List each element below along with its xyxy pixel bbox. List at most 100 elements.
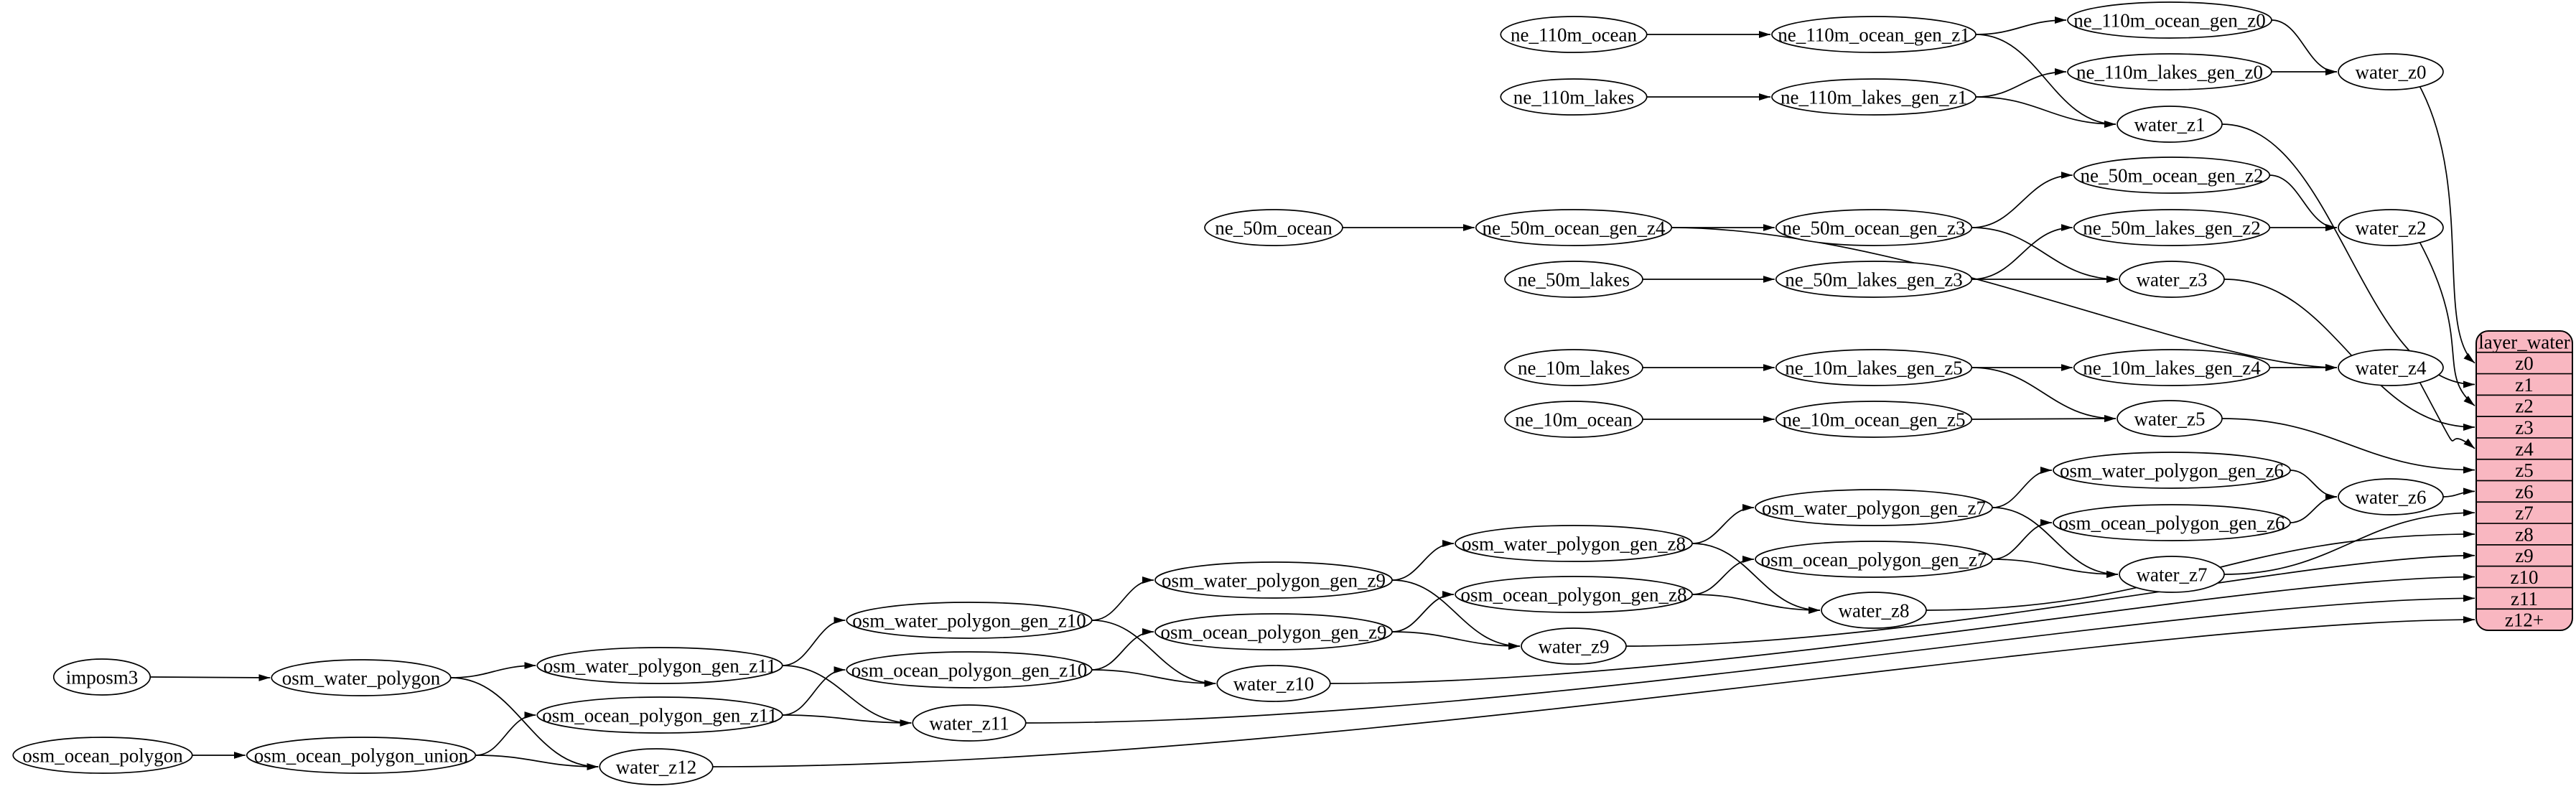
edge-water_z3-to-layer_water-z3: [2223, 279, 2475, 431]
node-ne_110m_lakes_gen_z0: ne_110m_lakes_gen_z0: [2067, 53, 2272, 90]
nodes: imposm3 osm_ocean_polygon osm_water_polygo…: [12, 1, 2444, 785]
node-label: water_z3: [2137, 269, 2208, 290]
node-label: water_z9: [1539, 635, 1610, 657]
node-label: water_z10: [1233, 673, 1314, 694]
node-ellipse: [912, 704, 1027, 742]
node-ellipse: [1154, 561, 1393, 599]
node-label: osm_ocean_polygon_gen_z11: [542, 704, 777, 726]
node-ellipse: [1775, 209, 1973, 246]
node-label: ne_50m_ocean_gen_z2: [2081, 164, 2264, 186]
edge-ne_110m_ocean_gen_z1-to-ne_110m_ocean_gen_z0: [1975, 17, 2067, 35]
record-row-z5: z5: [2515, 459, 2533, 481]
edge-osm_water_polygon_gen_z11-to-osm_water_polygon_gen_z10: [782, 617, 846, 666]
edge-water_z12-to-layer_water-z12+: [712, 616, 2475, 767]
node-label: osm_ocean_polygon: [22, 744, 183, 766]
edge-water_z9-to-layer_water-z9: [1625, 551, 2475, 647]
node-water_z9: water_z9: [1521, 627, 1627, 665]
node-osm_ocean_polygon_gen_z11: osm_ocean_polygon_gen_z11: [536, 696, 783, 734]
node-ne_110m_ocean_gen_z0: ne_110m_ocean_gen_z0: [2067, 1, 2272, 39]
node-label: ne_10m_lakes_gen_z5: [1785, 357, 1962, 378]
edge-ne_50m_lakes_gen_z3-to-ne_50m_lakes_gen_z2: [1971, 224, 2073, 280]
node-ellipse: [1521, 627, 1627, 665]
edge-osm_water_polygon_gen_z6-to-water_z6: [2290, 470, 2338, 500]
node-label: water_z1: [2134, 113, 2206, 135]
node-ellipse: [2073, 209, 2271, 246]
node-ellipse: [2338, 53, 2444, 90]
edge-osm_water_polygon_gen_z9-to-water_z9: [1391, 579, 1521, 650]
edge-ne_110m_ocean_gen_z0-to-water_z0: [2271, 19, 2338, 75]
edge-osm_ocean_polygon_gen_z10-to-osm_ocean_polygon_gen_z9: [1091, 628, 1154, 671]
record-node-layer-water: layer_waterz0z1z2z3z4z5z6z7z8z9z10z11z12…: [2475, 330, 2573, 631]
edge-water_z7-to-layer_water-z7: [2223, 509, 2475, 575]
node-ellipse: [2338, 349, 2444, 386]
record-row-z6: z6: [2515, 481, 2533, 503]
edge-ne_50m_ocean_gen_z4-to-water_z4: [1671, 227, 2338, 371]
edge-osm_ocean_polygon_gen_z8-to-osm_ocean_polygon_gen_z7: [1691, 556, 1755, 595]
record-row-z11: z11: [2511, 588, 2538, 610]
node-ne_110m_ocean: ne_110m_ocean: [1500, 16, 1648, 53]
node-ellipse: [536, 696, 783, 734]
node-label: water_z11: [929, 712, 1009, 734]
edge-water_z11-to-layer_water-z11: [1025, 594, 2475, 724]
node-label: water_z4: [2356, 357, 2427, 378]
node-ellipse: [52, 658, 151, 696]
node-ellipse: [1504, 401, 1643, 438]
node-ne_50m_lakes: ne_50m_lakes: [1504, 261, 1643, 298]
node-ne_10m_lakes: ne_10m_lakes: [1504, 349, 1643, 386]
node-ne_10m_lakes_gen_z4: ne_10m_lakes_gen_z4: [2073, 349, 2271, 386]
node-label: water_z6: [2356, 486, 2427, 508]
node-water_z12: water_z12: [599, 748, 714, 785]
node-label: osm_water_polygon_gen_z9: [1162, 569, 1386, 591]
node-label: osm_water_polygon_gen_z10: [852, 610, 1086, 631]
record-row-z0: z0: [2515, 353, 2533, 374]
edge-osm_water_polygon_gen_z8-to-osm_water_polygon_gen_z7: [1691, 504, 1755, 544]
node-water_z10: water_z10: [1216, 665, 1331, 702]
node-ellipse: [2073, 349, 2271, 386]
edge-ne_50m_ocean_gen_z3-to-ne_50m_ocean_gen_z2: [1971, 172, 2073, 228]
node-ellipse: [536, 647, 783, 684]
node-osm_ocean_polygon_gen_z9: osm_ocean_polygon_gen_z9: [1154, 613, 1393, 650]
node-label: ne_50m_lakes_gen_z2: [2083, 217, 2260, 238]
node-label: water_z12: [616, 756, 696, 778]
edge-osm_water_polygon_gen_z7-to-osm_water_polygon_gen_z6: [1992, 467, 2053, 508]
node-label: water_z0: [2356, 61, 2427, 83]
node-ellipse: [12, 737, 193, 774]
record-row-z7: z7: [2515, 503, 2533, 524]
node-ellipse: [1821, 592, 1927, 629]
edge-osm_water_polygon_gen_z11-to-water_z11: [782, 665, 912, 727]
node-water_z3: water_z3: [2119, 261, 2225, 298]
node-ne_50m_ocean_gen_z4: ne_50m_ocean_gen_z4: [1475, 209, 1673, 246]
node-label: osm_water_polygon_gen_z6: [2060, 459, 2284, 481]
node-osm_ocean_polygon_gen_z8: osm_ocean_polygon_gen_z8: [1455, 576, 1693, 613]
node-ellipse: [1504, 349, 1643, 386]
node-label: ne_50m_ocean: [1215, 217, 1333, 238]
node-ellipse: [2338, 478, 2444, 515]
node-ellipse: [2053, 504, 2291, 541]
edge-water_z1-to-layer_water-z1: [2221, 123, 2475, 388]
node-label: osm_water_polygon_gen_z11: [543, 655, 776, 676]
node-label: osm_ocean_polygon_gen_z7: [1761, 548, 1987, 570]
node-ne_50m_ocean_gen_z2: ne_50m_ocean_gen_z2: [2073, 157, 2271, 194]
node-imposm3: imposm3: [52, 658, 151, 696]
node-label: osm_ocean_polygon_union: [254, 744, 469, 766]
node-ne_50m_lakes_gen_z3: ne_50m_lakes_gen_z3: [1775, 261, 1973, 298]
node-ellipse: [1504, 261, 1643, 298]
node-ellipse: [599, 748, 714, 785]
record-row-z1: z1: [2515, 374, 2533, 396]
node-ellipse: [846, 651, 1093, 688]
node-osm_water_polygon: osm_water_polygon: [271, 659, 452, 696]
node-label: ne_110m_ocean_gen_z1: [1778, 24, 1969, 45]
node-osm_ocean_polygon: osm_ocean_polygon: [12, 737, 193, 774]
edge-osm_ocean_polygon_gen_z7-to-osm_ocean_polygon_gen_z6: [1992, 519, 2053, 560]
node-ellipse: [1455, 525, 1693, 562]
edge-water_z0-to-layer_water-z0: [2419, 85, 2475, 364]
edge-osm_ocean_polygon_gen_z6-to-water_z6: [2290, 493, 2338, 523]
node-label: ne_10m_ocean_gen_z5: [1783, 408, 1966, 430]
node-label: ne_110m_lakes_gen_z0: [2076, 61, 2263, 83]
edge-ne_110m_lakes_gen_z1-to-water_z1: [1975, 96, 2117, 128]
node-ellipse: [1775, 401, 1973, 438]
edge-osm_water_polygon-to-water_z12: [450, 677, 599, 770]
record-row-z10: z10: [2511, 566, 2539, 588]
edge-osm_water_polygon-to-osm_water_polygon_gen_z11: [450, 662, 536, 678]
